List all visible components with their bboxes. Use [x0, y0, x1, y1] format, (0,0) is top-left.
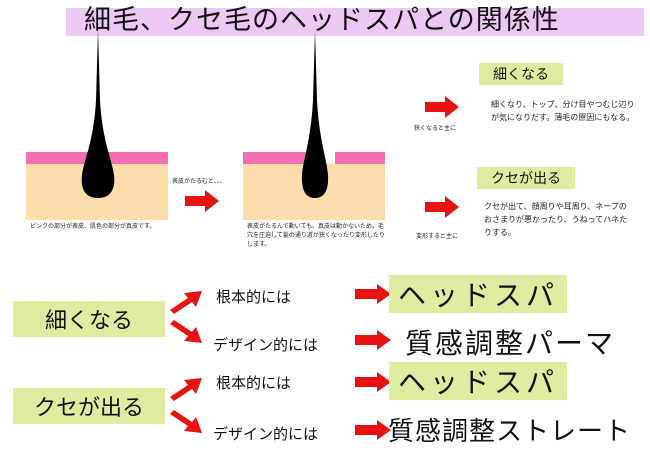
right-arrow-icon — [355, 420, 391, 440]
result-label-thin: 細くなる — [479, 63, 563, 85]
problem-box-frizz: クセが出る — [13, 388, 165, 424]
down-right-arrow-icon — [170, 410, 202, 433]
result-desc-thin: 細くなり、トップ、分け目やつむじ辺りが気になりだす。薄毛の原因にもなる。 — [491, 100, 635, 122]
result-label-frizz: クセが出る — [477, 167, 575, 189]
design-label-frizz: デザイン的には — [213, 425, 319, 443]
sag-arrow-text: 表皮がたるむと、、、 — [172, 178, 226, 185]
result-desc-frizz: クセが出て、顔周りや耳周り、ネープのおさまりが悪かったり、うねってハネたりする。 — [484, 202, 628, 237]
up-right-arrow-icon — [170, 378, 202, 401]
right-arrow-icon — [185, 190, 219, 212]
solution-box-headspa-2: ヘッドスパ — [389, 362, 567, 400]
skin-diagram-normal — [26, 30, 168, 220]
condition-narrow: 狭くなると主に — [414, 125, 457, 132]
normal-skin-caption: ピンクの部分が表皮、肌色の部分が真皮です。 — [30, 223, 156, 230]
hair-strand — [301, 30, 329, 198]
right-arrow-icon — [425, 96, 459, 118]
problem-box-thin: 細くなる — [13, 301, 165, 337]
solution-perm: 質感調整パーマ — [405, 327, 616, 360]
hair-strand — [81, 30, 115, 198]
right-arrow-icon — [355, 330, 391, 350]
page-title: 細毛、クセ毛のヘッドスパとの関係性 — [84, 5, 560, 36]
solution-box-headspa-1: ヘッドスパ — [389, 275, 567, 313]
epidermis-layer — [243, 152, 313, 164]
sagging-skin-caption: 表皮がたるんで動いても、真皮は動かないため。毛穴を圧迫して髪の通り道が狭くなった… — [247, 223, 385, 248]
root-label-frizz: 根本的には — [216, 374, 292, 392]
design-label-thin: デザイン的には — [213, 336, 319, 354]
right-arrow-icon — [425, 196, 459, 218]
condition-deform: 変形すると主に — [416, 233, 459, 240]
up-right-arrow-icon — [170, 291, 202, 314]
epidermis-layer-shifted — [335, 152, 385, 164]
right-arrow-icon — [355, 372, 391, 392]
title-bar — [66, 8, 644, 36]
solution-straight: 質感調整ストレート — [388, 417, 632, 447]
down-right-arrow-icon — [170, 320, 202, 343]
root-label-thin: 根本的には — [216, 288, 292, 306]
right-arrow-icon — [355, 284, 391, 304]
skin-diagram-sagging — [243, 30, 385, 220]
